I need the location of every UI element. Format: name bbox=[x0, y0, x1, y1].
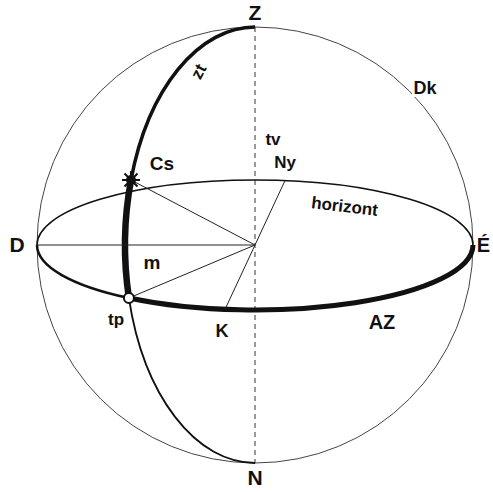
azimuth-arc bbox=[129, 245, 473, 310]
vertical-circle bbox=[129, 298, 255, 463]
foot-point bbox=[124, 293, 134, 303]
celestial-sphere-outline bbox=[37, 27, 473, 463]
sphere-label: N bbox=[246, 467, 263, 489]
radius-line bbox=[37, 245, 255, 246]
sphere-label: m bbox=[143, 253, 162, 273]
sphere-label: Dk bbox=[412, 79, 437, 98]
sphere-label: Ny bbox=[273, 154, 297, 172]
star-symbol bbox=[122, 171, 140, 189]
radius-line bbox=[225, 245, 255, 309]
sphere-label: D bbox=[8, 234, 25, 256]
sphere-label: É bbox=[476, 235, 491, 256]
sphere-label: AZ bbox=[368, 312, 397, 333]
sphere-label: zt bbox=[187, 61, 210, 84]
radius-line bbox=[131, 180, 255, 245]
horizon-front bbox=[37, 245, 129, 298]
sphere-label: horizont bbox=[310, 194, 381, 220]
horizon-back bbox=[37, 180, 473, 245]
sphere-label: tp bbox=[107, 311, 125, 329]
altitude-arc bbox=[125, 180, 131, 298]
sphere-label: Z bbox=[248, 2, 263, 24]
radius-line bbox=[129, 245, 255, 298]
sphere-label: K bbox=[215, 322, 230, 341]
sphere-label: Cs bbox=[149, 154, 175, 174]
zenith-distance-arc bbox=[131, 27, 255, 180]
sphere-label: tv bbox=[264, 131, 281, 149]
radius-line bbox=[255, 181, 285, 245]
radius-lines bbox=[37, 180, 285, 309]
